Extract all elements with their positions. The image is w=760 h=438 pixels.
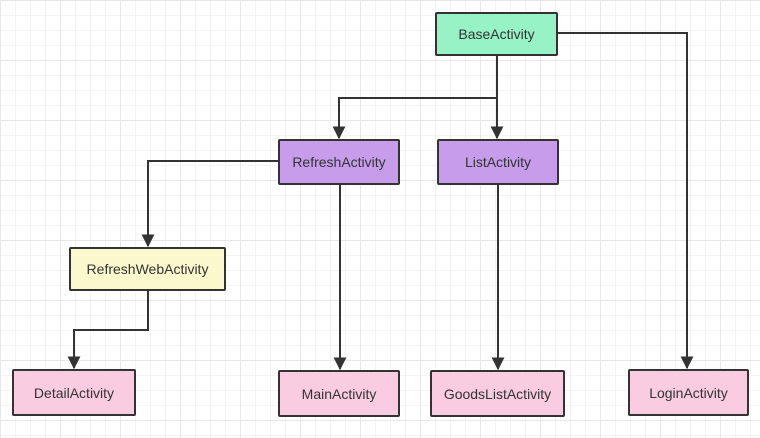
node-list-activity[interactable]: ListActivity: [437, 139, 559, 185]
node-base-activity[interactable]: BaseActivity: [435, 12, 558, 56]
node-label-detail-activity: DetailActivity: [33, 384, 115, 401]
node-label-refresh-activity: RefreshActivity: [292, 154, 386, 170]
edge-refreshweb-to-detail[interactable]: [67, 291, 149, 370]
node-label-base-activity: BaseActivity: [458, 26, 535, 42]
node-goods-list-activity[interactable]: GoodsListActivity: [430, 370, 565, 417]
node-label-refresh-web-activity: RefreshWebActivity: [86, 261, 209, 277]
edge-base-to-refresh[interactable]: [332, 56, 498, 140]
node-refresh-web-activity[interactable]: RefreshWebActivity: [69, 247, 226, 291]
edge-refresh-to-refreshweb[interactable]: [141, 160, 278, 248]
node-detail-activity[interactable]: DetailActivity: [12, 369, 136, 416]
node-label-login-activity: LoginActivity: [649, 384, 728, 401]
node-label-goods-list-activity: GoodsListActivity: [443, 385, 552, 402]
node-login-activity[interactable]: LoginActivity: [628, 369, 749, 416]
node-label-list-activity: ListActivity: [464, 154, 532, 170]
node-main-activity[interactable]: MainActivity: [278, 370, 400, 417]
edge-base-to-login[interactable]: [558, 32, 694, 370]
node-refresh-activity[interactable]: RefreshActivity: [278, 139, 400, 185]
node-label-main-activity: MainActivity: [301, 385, 377, 402]
